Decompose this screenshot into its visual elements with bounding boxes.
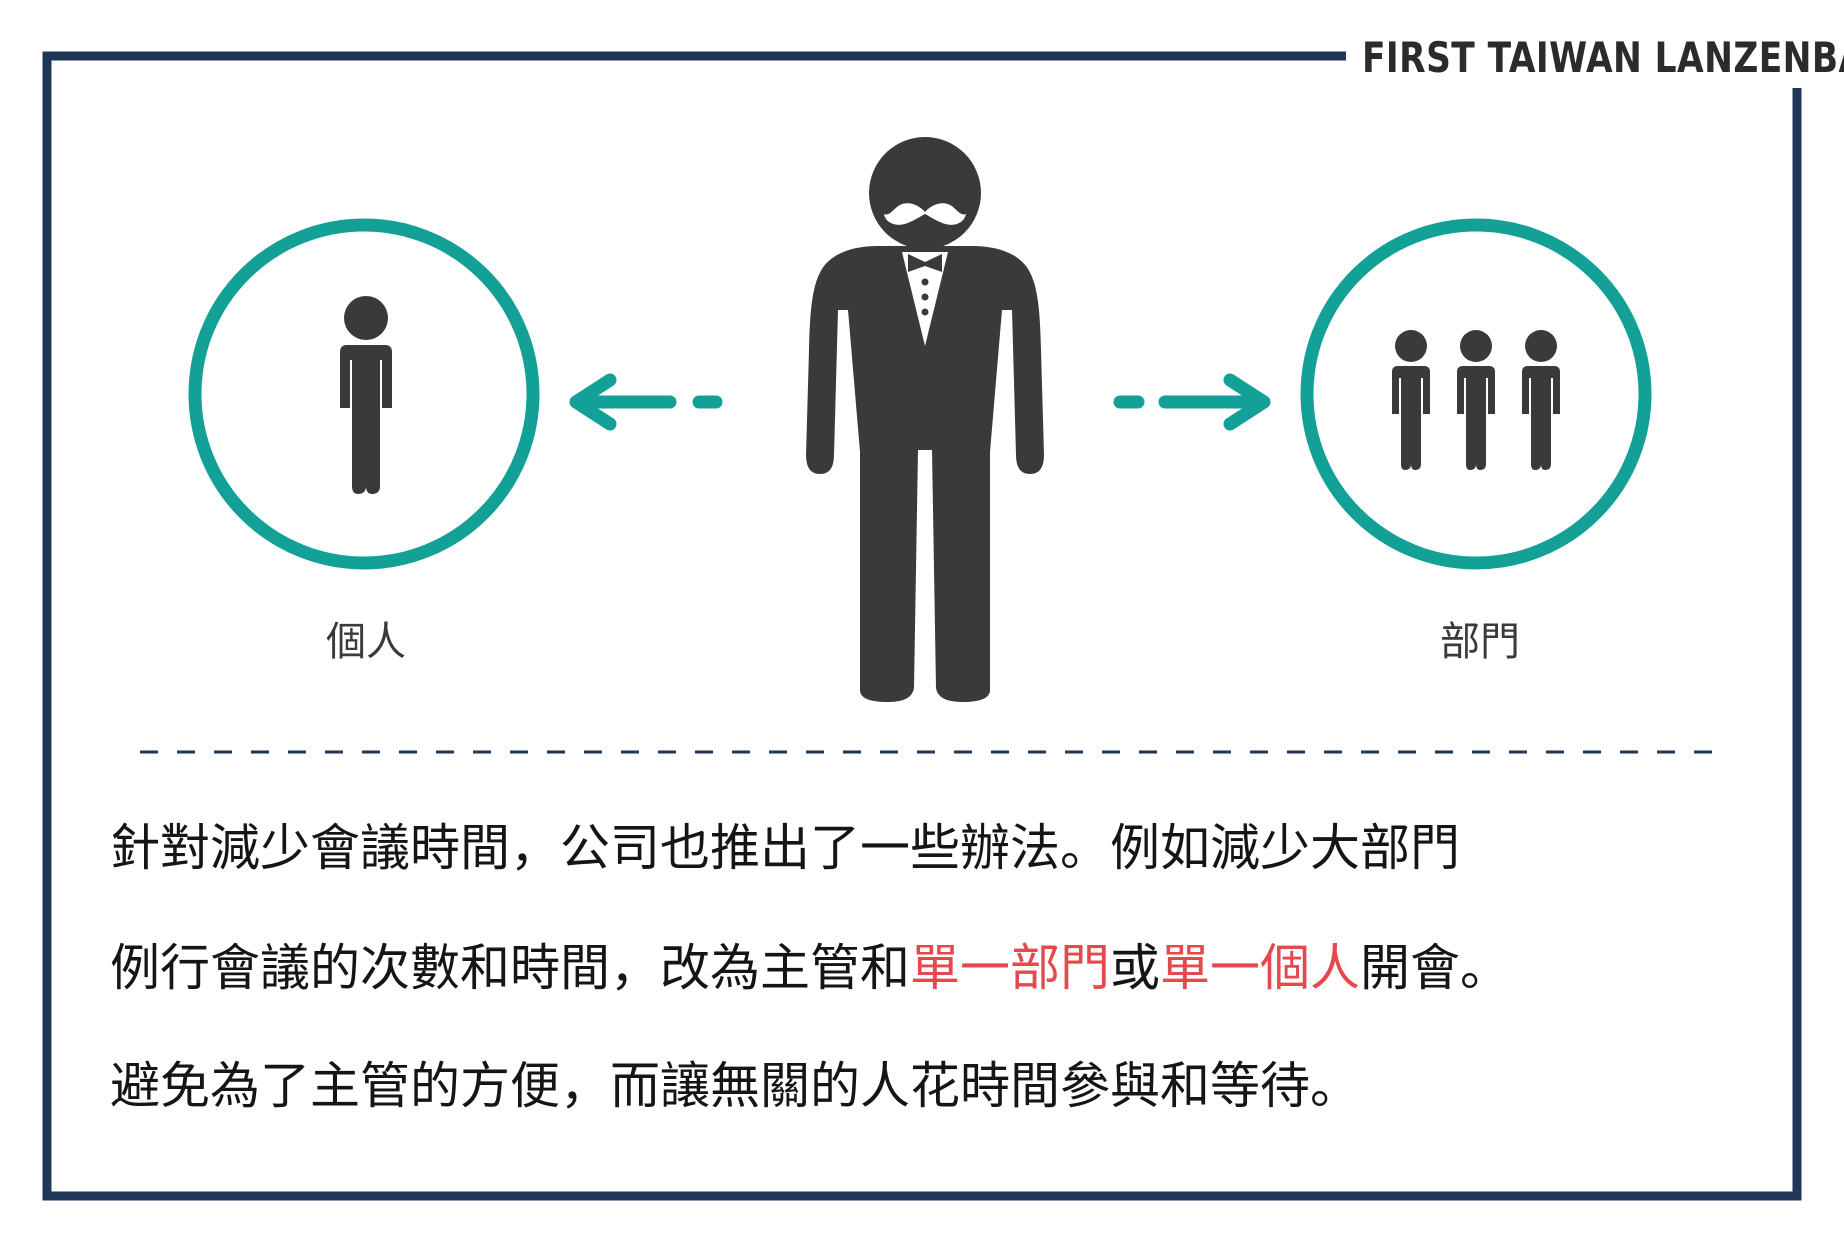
paragraph-line-1: 針對減少會議時間，公司也推出了一些辦法。例如減少大部門 — [110, 819, 1460, 877]
boss-head — [869, 137, 981, 249]
highlight-single-department: 單一部門 — [910, 939, 1110, 997]
boss-figure-icon — [806, 137, 1044, 702]
dashed-arrow-left-icon — [569, 373, 723, 431]
group-of-people-icon — [1392, 330, 1560, 470]
paragraph-line-2: 例行會議的次數和時間，改為主管和單一部門或單一個人開會。 — [110, 938, 1770, 998]
single-person-icon — [340, 296, 392, 494]
paragraph-line-2-part-b: 或 — [1110, 939, 1160, 997]
boss-body — [806, 246, 1044, 702]
paragraph-line-2-part-c: 開會。 — [1360, 939, 1510, 997]
mustache-icon — [884, 203, 966, 225]
paragraph-line-2-part-a: 例行會議的次數和時間，改為主管和 — [110, 939, 910, 997]
group-person-3 — [1522, 330, 1560, 470]
group-person-1 — [1392, 330, 1430, 470]
highlight-single-individual: 單一個人 — [1160, 939, 1360, 997]
label-department: 部門 — [1440, 619, 1520, 665]
frame-border — [42, 51, 1802, 1201]
label-individual: 個人 — [326, 619, 406, 665]
department-circle — [1300, 218, 1652, 570]
individual-circle — [188, 218, 540, 570]
bow-tie-icon — [908, 254, 942, 272]
brand-title: FIRST TAIWAN LANZENBAO — [1362, 33, 1844, 82]
paragraph-line-3: 避免為了主管的方便，而讓無關的人花時間參與和等待。 — [110, 1057, 1360, 1115]
dashed-arrow-right-icon — [1113, 373, 1271, 431]
group-person-2 — [1457, 330, 1495, 470]
